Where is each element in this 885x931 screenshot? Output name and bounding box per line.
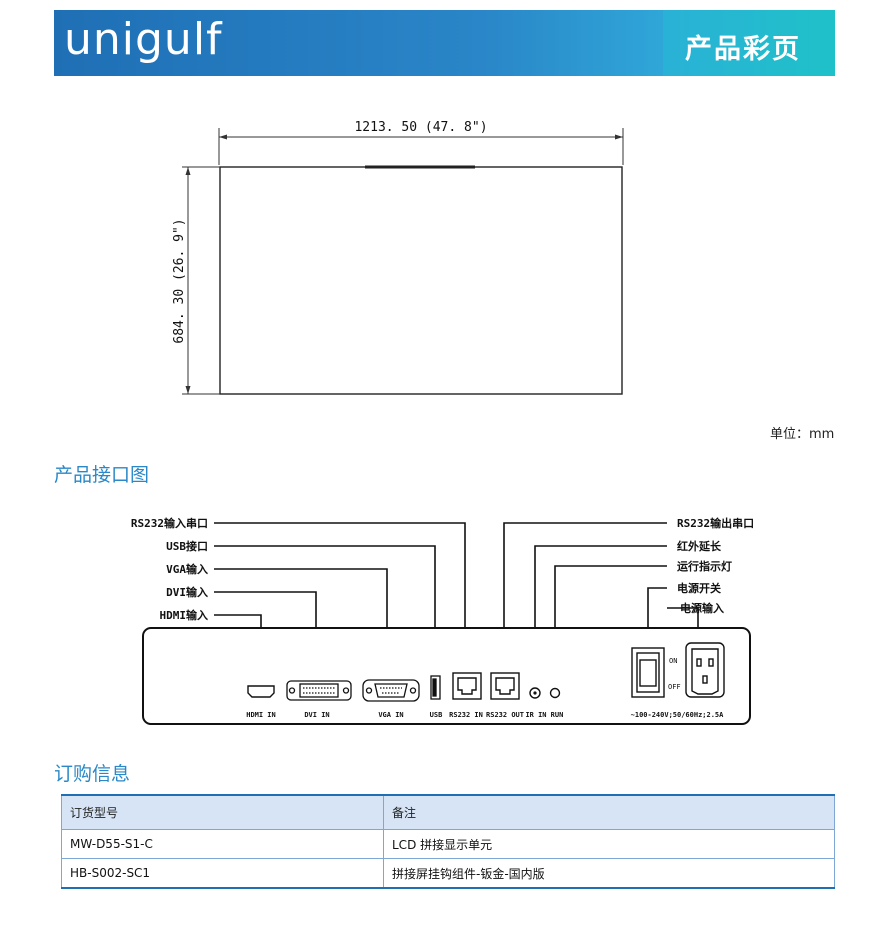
port-label-ir-in: IR IN <box>525 711 546 719</box>
rs232-in-port-icon <box>452 672 482 700</box>
callout-rs232-out: RS232输出串口 <box>677 516 754 530</box>
callout-power-input: 电源输入 <box>680 601 724 615</box>
cell-remark: 拼接屏挂钩组件-钣金-国内版 <box>383 858 835 889</box>
header-badge-label: 产品彩页 <box>685 34 801 65</box>
cell-model: MW-D55-S1-C <box>61 829 384 859</box>
callout-power-switch: 电源开关 <box>677 581 721 595</box>
port-label-run: RUN <box>551 711 564 719</box>
callout-usb: USB接口 <box>166 539 208 553</box>
rs232-out-port-icon <box>490 672 520 700</box>
header-banner: unigulf 产品彩页 <box>54 10 835 76</box>
callout-hdmi: HDMI输入 <box>160 608 209 622</box>
usb-port-icon <box>430 675 441 700</box>
panel-outline <box>219 166 623 395</box>
callout-run-led: 运行指示灯 <box>677 559 732 573</box>
interface-diagram: RS232输入串口 USB接口 VGA输入 DVI输入 HDMI输入 RS232… <box>131 516 754 725</box>
cell-model: HB-S002-SC1 <box>61 858 384 889</box>
power-spec-label: ~100-240V;50/60Hz;2.5A <box>631 711 725 719</box>
port-label-rs232-in: RS232 IN <box>449 711 483 719</box>
height-label: 684. 30 (26. 9") <box>172 218 187 343</box>
header-badge: 产品彩页 <box>663 10 835 76</box>
header-model: 订货型号 <box>61 794 384 830</box>
run-led-icon <box>549 687 561 699</box>
port-label-vga: VGA IN <box>378 711 403 719</box>
callout-vga: VGA输入 <box>166 562 208 576</box>
width-label: 1213. 50 (47. 8") <box>354 120 487 135</box>
switch-on-label: ON <box>669 657 677 665</box>
dimension-drawing: 1213. 50 (47. 8") 684. 30 (26. 9") <box>172 120 624 395</box>
order-table: 订货型号 备注 MW-D55-S1-C LCD 拼接显示单元 HB-S002-S… <box>61 794 835 889</box>
brand-logo: unigulf <box>64 14 223 65</box>
order-title: 订购信息 <box>54 763 131 785</box>
hdmi-port-icon <box>247 685 275 698</box>
callout-dvi: DVI输入 <box>166 585 208 599</box>
callout-ir: 红外延长 <box>677 539 722 553</box>
unit-label: 单位：mm <box>770 427 835 442</box>
switch-off-label: OFF <box>668 683 681 691</box>
port-label-hdmi: HDMI IN <box>246 711 276 719</box>
port-label-rs232-out: RS232 OUT <box>486 711 524 719</box>
dvi-port-icon <box>286 680 352 701</box>
port-label-dvi: DVI IN <box>304 711 329 719</box>
callout-rs232-in: RS232输入串口 <box>131 516 208 530</box>
cell-remark: LCD 拼接显示单元 <box>383 829 835 859</box>
table-row: MW-D55-S1-C LCD 拼接显示单元 <box>61 829 835 859</box>
table-row: HB-S002-SC1 拼接屏挂钩组件-钣金-国内版 <box>61 858 835 889</box>
port-label-usb: USB <box>430 711 443 719</box>
header-remark: 备注 <box>383 794 835 830</box>
ir-in-jack-icon <box>529 687 541 699</box>
power-switch-icon <box>631 647 665 698</box>
table-header-row: 订货型号 备注 <box>61 794 835 830</box>
power-inlet-icon <box>685 642 725 698</box>
interfaces-title: 产品接口图 <box>54 464 150 486</box>
vga-port-icon <box>362 679 420 702</box>
